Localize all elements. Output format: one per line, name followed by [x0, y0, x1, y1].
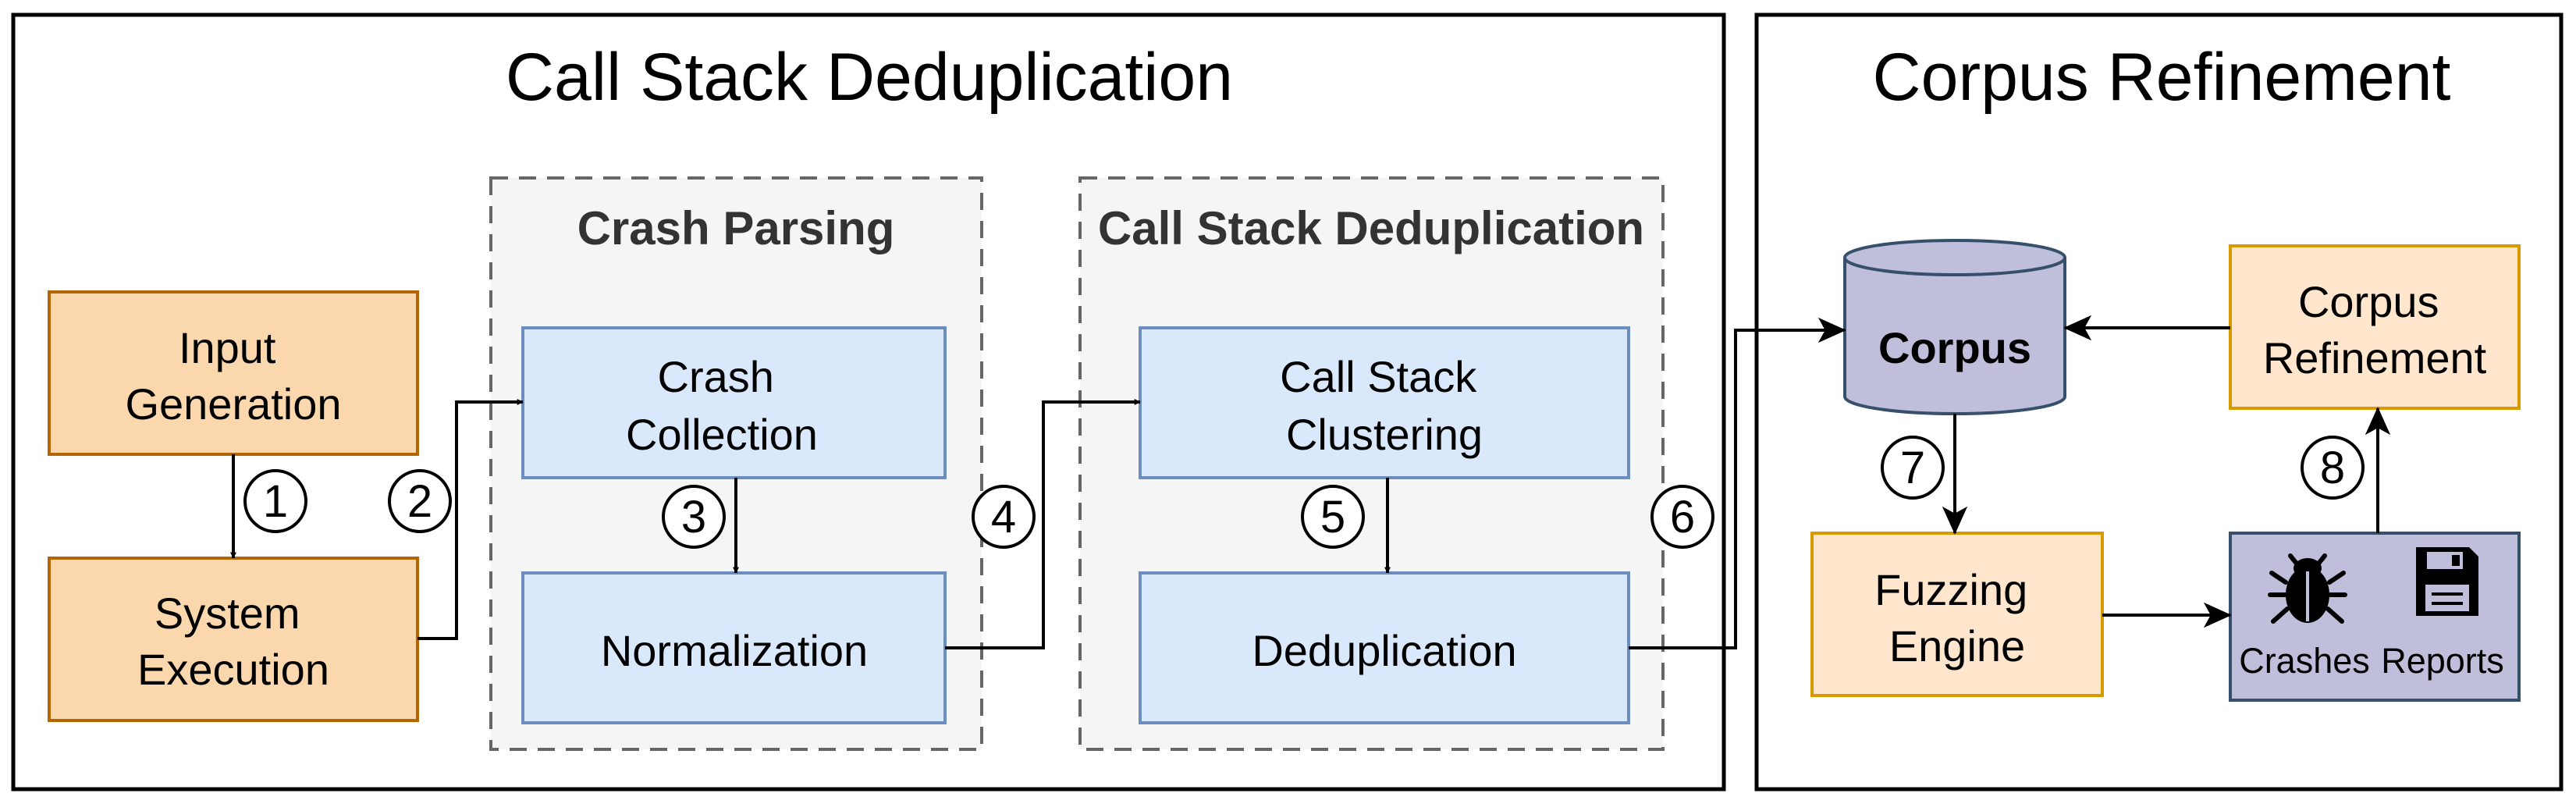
corpus-refinement-box	[2229, 244, 2521, 410]
svg-text:4: 4	[991, 492, 1016, 543]
group-call-stack-dedup-title: Call Stack Deduplication	[1098, 202, 1644, 254]
input-generation-box	[48, 290, 419, 456]
bug-icon	[2268, 553, 2347, 624]
normalization-box	[521, 571, 947, 724]
floppy-disk-icon	[2416, 547, 2478, 616]
crash-collection-label: Crash Collection	[626, 352, 818, 459]
left-panel-title: Call Stack Deduplication	[506, 40, 1233, 115]
svg-text:3: 3	[681, 492, 706, 543]
deduplication-label: Deduplication	[1252, 626, 1516, 675]
right-panel-title: Corpus Refinement	[1873, 40, 2451, 115]
corpus-refinement-label: Corpus Refinement	[2263, 277, 2487, 382]
step-6: 6	[1650, 485, 1714, 549]
step-1: 1	[243, 469, 307, 533]
crashes-label: Crashes	[2239, 641, 2370, 681]
crash-collection-box	[521, 326, 947, 479]
svg-text:8: 8	[2320, 443, 2345, 493]
arrow-dedup-to-corpus	[1629, 317, 1846, 649]
system-execution-box	[48, 557, 419, 722]
svg-text:1: 1	[263, 476, 288, 527]
fuzzing-engine-box	[1810, 532, 2104, 697]
corpus-label: Corpus	[1878, 323, 2031, 372]
step-3: 3	[662, 485, 726, 549]
system-execution-label: System Execution	[137, 589, 329, 694]
call-stack-clustering-box	[1139, 326, 1630, 479]
arrow-normalization-to-clustering	[945, 399, 1141, 649]
svg-text:5: 5	[1320, 492, 1345, 543]
step-8: 8	[2301, 436, 2365, 500]
call-stack-clustering-label: Call Stack Clustering	[1280, 352, 1489, 459]
svg-text:2: 2	[407, 476, 432, 527]
step-4: 4	[972, 485, 1036, 549]
input-generation-label: Input Generation	[125, 323, 341, 429]
svg-text:7: 7	[1900, 443, 1925, 493]
corpus-database	[1843, 239, 2066, 415]
step-7: 7	[1881, 436, 1945, 500]
fuzzing-engine-label: Fuzzing Engine	[1874, 565, 2040, 671]
normalization-label: Normalization	[601, 626, 868, 675]
reports-label: Reports	[2381, 641, 2504, 681]
group-crash-parsing-title: Crash Parsing	[577, 202, 895, 254]
step-5: 5	[1301, 485, 1365, 549]
arrow-execution-to-collection	[417, 399, 524, 640]
step-2: 2	[388, 469, 452, 533]
svg-text:6: 6	[1670, 492, 1695, 543]
deduplication-box	[1139, 571, 1630, 724]
